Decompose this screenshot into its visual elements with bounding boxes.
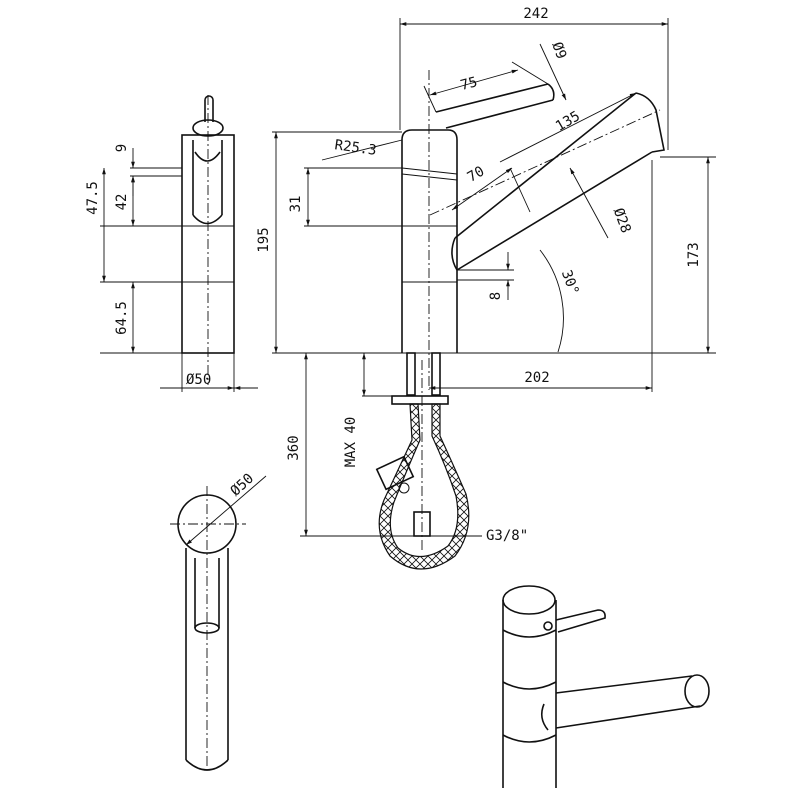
side-body-upper bbox=[192, 140, 223, 215]
dim-spout-clearance: 8 bbox=[488, 292, 504, 300]
dim-side-mid: 42 bbox=[114, 194, 130, 211]
dim-max-deck: MAX 40 bbox=[343, 417, 359, 468]
hose-pipe-left bbox=[406, 352, 416, 396]
dim-hose-length: 360 bbox=[286, 435, 302, 460]
iso-spout bbox=[555, 675, 701, 729]
dim-spout-dia: Ø28 bbox=[610, 206, 634, 235]
dim-overall-width: 242 bbox=[523, 6, 548, 22]
lever bbox=[435, 83, 554, 129]
lever-stem bbox=[204, 100, 214, 122]
iso-top bbox=[502, 585, 556, 615]
dim-top-section: 31 bbox=[288, 196, 304, 213]
dim-spout-bore-dia: Ø9 bbox=[548, 40, 569, 61]
braided-hose bbox=[378, 403, 470, 570]
front-body bbox=[401, 140, 458, 353]
hose-weight bbox=[375, 455, 415, 491]
dim-lever-length: 75 bbox=[459, 74, 479, 94]
dim-spout-offset: 70 bbox=[465, 163, 488, 185]
hose-pipe-right bbox=[431, 352, 441, 396]
dim-side-upper: 47.5 bbox=[85, 181, 101, 215]
dim-connection: G3/8" bbox=[486, 528, 528, 544]
top-spout bbox=[185, 548, 229, 760]
dim-base-dia-top: Ø50 bbox=[228, 471, 258, 500]
perspective-view bbox=[502, 585, 710, 788]
iso-body bbox=[502, 600, 557, 788]
iso-spout-tip bbox=[684, 674, 710, 708]
dim-spout-angle: 30° bbox=[558, 268, 582, 297]
lever-cap bbox=[194, 151, 221, 162]
mount-plate bbox=[391, 395, 449, 405]
front-view: 242 75 Ø9 135 70 Ø28 30° 173 202 R25.3 3 bbox=[256, 6, 716, 392]
spout bbox=[454, 92, 653, 271]
dim-side-top: 9 bbox=[114, 144, 130, 152]
side-view: 9 42 47.5 64.5 Ø50 bbox=[85, 95, 258, 392]
dim-total-height: 195 bbox=[256, 227, 272, 252]
top-view: Ø50 bbox=[170, 471, 267, 771]
hose-assembly: 360 MAX 40 G3/8" bbox=[286, 352, 528, 570]
dim-reach: 202 bbox=[524, 370, 549, 386]
iso-lever bbox=[555, 609, 606, 633]
dim-outlet-height: 173 bbox=[686, 242, 702, 267]
dim-spout-length: 135 bbox=[553, 108, 583, 135]
dim-side-lower: 64.5 bbox=[114, 301, 130, 335]
dim-base-dia-side: Ø50 bbox=[186, 372, 211, 388]
dim-body-radius: R25.3 bbox=[334, 137, 378, 159]
